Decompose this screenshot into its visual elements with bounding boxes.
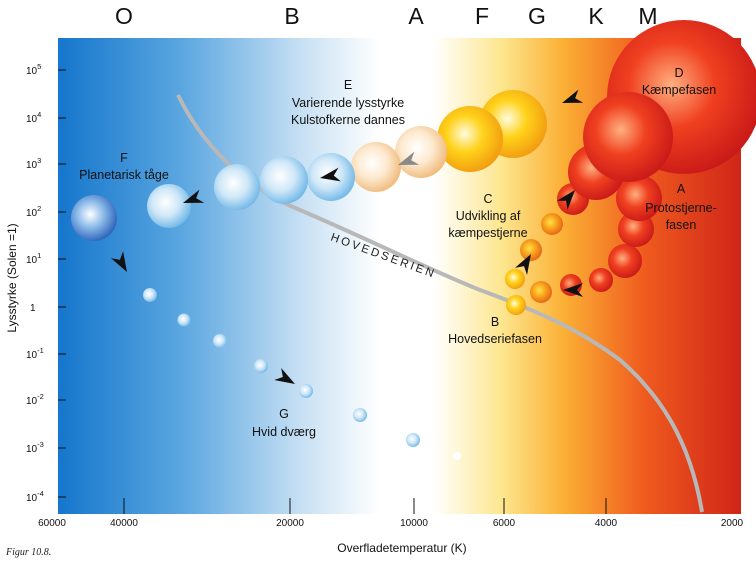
white-dwarf-star — [353, 408, 367, 422]
phase-f-letter: F — [120, 151, 128, 165]
main-sequence-star — [530, 281, 552, 303]
y-tick-1e5: 105 — [26, 62, 41, 77]
phase-d-line: Kæmpefasen — [642, 83, 716, 97]
main-sequence-star — [506, 295, 526, 315]
phase-e-letter: E — [344, 78, 352, 92]
y-tick-1e-4: 10-4 — [26, 489, 44, 504]
spectral-class-a: A — [408, 3, 424, 29]
variable-star — [395, 126, 447, 178]
y-tick-1e-1: 10-1 — [26, 346, 44, 361]
phase-a-annotation: A Protostjerne- fasen — [645, 182, 717, 232]
white-dwarf-star — [213, 334, 227, 348]
evolution-track-stars — [71, 90, 673, 460]
direction-arrows — [110, 89, 584, 384]
planetary-nebula-star — [147, 184, 191, 228]
phase-g-annotation: G Hvid dværg — [252, 407, 316, 439]
x-tick-10000: 10000 — [400, 518, 428, 529]
phase-e-line: Varierende lysstyrke — [292, 96, 404, 110]
arrow-icon — [274, 367, 295, 384]
variable-star — [214, 164, 260, 210]
phase-a-letter: A — [677, 182, 686, 196]
phase-b-annotation: B Hovedseriefasen — [448, 315, 542, 346]
phase-g-line: Hvid dværg — [252, 425, 316, 439]
spectral-class-g: G — [528, 3, 546, 29]
arrow-icon — [110, 251, 127, 272]
white-dwarf-star — [254, 359, 268, 373]
protostar-star — [608, 244, 642, 278]
planetary-nebula-star — [71, 195, 117, 241]
protostar-star — [616, 175, 662, 221]
white-dwarf-star — [143, 288, 157, 302]
spectral-class-m: M — [638, 3, 657, 29]
phase-b-line: Hovedseriefasen — [448, 332, 542, 346]
spectral-class-o: O — [115, 3, 133, 29]
arrow-icon — [556, 190, 575, 210]
white-dwarf-star — [406, 433, 420, 447]
x-tick-60000: 60000 — [38, 518, 66, 529]
y-tick-1e3: 103 — [26, 156, 41, 171]
x-tick-2000: 2000 — [721, 518, 744, 529]
giant-development-star — [520, 239, 542, 261]
y-axis: 105 104 103 102 101 1 10-1 10-2 10-3 10-… — [26, 62, 66, 504]
giant-development-star — [505, 269, 525, 289]
phase-e-annotation: E Varierende lysstyrke Kulstofkerne dann… — [291, 78, 405, 127]
spectral-class-k: K — [588, 3, 604, 29]
white-dwarf-star — [177, 313, 191, 327]
x-axis-label: Overfladetemperatur (K) — [337, 541, 466, 555]
x-tick-6000: 6000 — [493, 518, 516, 529]
y-tick-1e-2: 10-2 — [26, 392, 44, 407]
arrow-icon — [514, 254, 531, 275]
x-tick-40000: 40000 — [110, 518, 138, 529]
phase-c-annotation: C Udvikling af kæmpestjerne — [448, 192, 527, 240]
x-tick-20000: 20000 — [276, 518, 304, 529]
spectral-class-f: F — [475, 3, 489, 29]
phase-a-line: fasen — [666, 218, 697, 232]
protostar-star — [589, 268, 613, 292]
phase-d-letter: D — [674, 66, 683, 80]
phase-f-annotation: F Planetarisk tåge — [79, 151, 169, 182]
phase-a-line: Protostjerne- — [645, 201, 717, 215]
spectral-class-b: B — [284, 3, 299, 29]
x-axis: 60000 40000 20000 10000 6000 4000 2000 — [38, 498, 744, 529]
phase-b-letter: B — [491, 315, 499, 329]
white-dwarf-star — [299, 384, 313, 398]
y-tick-1e4: 104 — [26, 110, 41, 125]
phase-c-line: kæmpestjerne — [448, 226, 527, 240]
giant-development-star — [541, 213, 563, 235]
phase-c-line: Udvikling af — [456, 209, 521, 223]
phase-d-annotation: D Kæmpefasen — [642, 66, 716, 97]
y-tick-1: 1 — [30, 303, 36, 314]
variable-star — [260, 156, 308, 204]
y-tick-1e-3: 10-3 — [26, 440, 44, 455]
x-tick-4000: 4000 — [595, 518, 618, 529]
y-tick-1e1: 101 — [26, 251, 41, 266]
arrow-icon — [562, 89, 584, 103]
phase-f-line: Planetarisk tåge — [79, 168, 169, 182]
phase-g-letter: G — [279, 407, 289, 421]
phase-e-line: Kulstofkerne dannes — [291, 113, 405, 127]
phase-c-letter: C — [483, 192, 492, 206]
figure-caption: Figur 10.8. — [6, 547, 52, 558]
giant-development-star — [583, 92, 673, 182]
y-axis-label: Lysstyrke (Solen =1) — [5, 223, 19, 332]
arrow-icon — [563, 283, 583, 297]
white-dwarf-star — [453, 452, 461, 460]
variable-star — [351, 142, 401, 192]
arrow-icon — [320, 167, 341, 182]
spectral-class-labels: O B A F G K M — [115, 3, 658, 29]
arrow-icon — [398, 151, 420, 165]
variable-star — [437, 106, 503, 172]
y-tick-1e2: 102 — [26, 204, 41, 219]
arrow-icon — [183, 189, 205, 203]
